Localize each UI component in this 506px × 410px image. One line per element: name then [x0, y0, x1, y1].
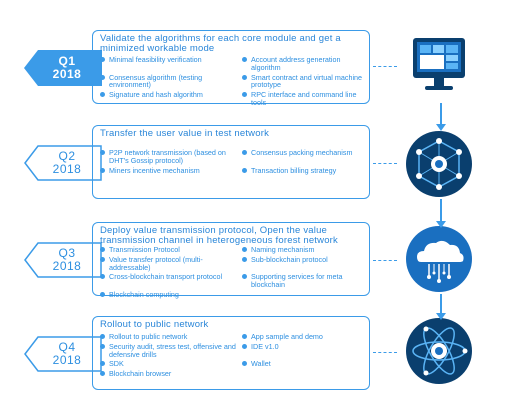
q1-item: RPC interface and command line tools: [242, 91, 368, 107]
bullet-icon: [242, 361, 247, 367]
q4-quarter-label: Q4: [58, 340, 76, 354]
q1-quarter-label: Q1: [58, 54, 76, 68]
bullet-icon: [100, 247, 105, 252]
bullet-icon: [100, 150, 105, 155]
q1-items: Minimal feasibility verification Account…: [100, 56, 363, 107]
quarter-q3: Q3 2018 Deploy value transmission protoc…: [20, 222, 488, 300]
q1-connector: [373, 66, 397, 67]
flow-line-1: [440, 103, 442, 125]
bullet-icon: [242, 334, 247, 339]
q2-items: P2P network transmission (based on DHT's…: [100, 149, 363, 174]
q1-item: Account address generation algorithm: [242, 56, 368, 72]
q1-tag: Q1 2018: [24, 50, 110, 86]
q3-item: Value transfer protocol (multi-addressab…: [100, 255, 236, 272]
q1-box: Validate the algorithms for each core mo…: [92, 30, 370, 107]
flow-arrow-1: [436, 124, 446, 131]
q3-quarter-label: Q3: [58, 246, 76, 260]
bullet-icon: [100, 274, 105, 280]
q3-title: Deploy value transmission protocol, Open…: [100, 225, 339, 246]
q2-connector: [373, 163, 397, 164]
q4-item: App sample and demo: [242, 333, 368, 341]
q1-year-label: 2018: [52, 67, 82, 81]
bullet-icon: [100, 291, 105, 297]
q2-item: Miners incentive mechanism: [100, 166, 236, 175]
bullet-icon: [242, 74, 247, 80]
quarter-q1: Q1 2018 Validate the algorithms for each…: [20, 30, 488, 108]
q2-box: Transfer the user value in test network …: [92, 125, 370, 199]
q4-items: Rollout to public network App sample and…: [100, 333, 363, 378]
bullet-icon: [100, 167, 105, 173]
q4-item: Blockchain browser: [100, 370, 236, 378]
q2-item: P2P network transmission (based on DHT's…: [100, 149, 236, 165]
bullet-icon: [100, 371, 105, 377]
q1-item: Minimal feasibility verification: [100, 56, 236, 72]
atom-icon: [399, 316, 479, 386]
q4-title: Rollout to public network: [100, 319, 209, 330]
q4-item: SDK: [100, 360, 236, 368]
flow-arrow-3: [436, 313, 446, 320]
q4-year-label: 2018: [52, 353, 82, 367]
q3-item: Transmission Protocol: [100, 246, 236, 254]
cloud-circuit-icon: [399, 224, 479, 294]
q3-item: Naming mechanism: [242, 246, 368, 254]
bullet-icon: [100, 343, 105, 349]
q3-item: Supporting services for meta blockchain: [242, 273, 368, 289]
flow-line-2: [440, 199, 442, 222]
q1-item: Smart contract and virtual machine proto…: [242, 73, 368, 90]
q3-item: Sub-blockchain protocol: [242, 255, 368, 272]
q2-tag: Q2 2018: [24, 145, 110, 181]
bullet-icon: [242, 167, 247, 173]
q2-title: Transfer the user value in test network: [100, 128, 270, 139]
monitor-icon: [399, 32, 479, 102]
flow-arrow-2: [436, 221, 446, 228]
q4-item: Security audit, stress test, offensive a…: [100, 342, 236, 359]
q3-item: Blockchain computing: [100, 291, 236, 299]
bullet-icon: [242, 274, 247, 280]
bullet-icon: [242, 150, 247, 155]
bullet-icon: [100, 334, 105, 339]
q3-tag: Q3 2018: [24, 242, 110, 278]
q1-item: Signature and hash algorithm: [100, 91, 236, 107]
q1-tag-shape: [24, 50, 102, 86]
q2-quarter-label: Q2: [58, 149, 76, 163]
bullet-icon: [242, 247, 247, 252]
bullet-icon: [100, 74, 105, 80]
flow-line-3: [440, 294, 442, 314]
q3-connector: [373, 260, 397, 261]
q2-tag-shape: [24, 145, 102, 181]
bullet-icon: [242, 256, 247, 262]
q1-title: Validate the algorithms for each core mo…: [100, 33, 341, 54]
bullet-icon: [100, 256, 105, 262]
q3-year-label: 2018: [52, 259, 82, 273]
quarter-q2: Q2 2018 Transfer the user value in test …: [20, 125, 488, 203]
q4-tag: Q4 2018: [24, 336, 110, 372]
q2-year-label: 2018: [52, 162, 82, 176]
q1-item: Consensus algorithm (testing environment…: [100, 73, 236, 90]
q2-item: Transaction billing strategy: [242, 166, 368, 175]
bullet-icon: [242, 57, 247, 62]
q3-items: Transmission Protocol Naming mechanism V…: [100, 246, 363, 299]
bullet-icon: [100, 361, 105, 367]
q4-box: Rollout to public network Rollout to pub…: [92, 316, 370, 390]
q4-item: IDE v1.0: [242, 342, 368, 359]
q4-item: Wallet: [242, 360, 368, 368]
q4-tag-shape: [24, 336, 102, 372]
q2-item: Consensus packing mechanism: [242, 149, 368, 165]
q4-connector: [373, 352, 397, 353]
q3-item: Cross-blockchain transport protocol: [100, 273, 236, 289]
bullet-icon: [100, 92, 105, 98]
bullet-icon: [242, 343, 247, 349]
bullet-icon: [242, 92, 247, 98]
quarter-q4: Q4 2018 Rollout to public network Rollou…: [20, 316, 488, 394]
bullet-icon: [100, 57, 105, 62]
q3-box: Deploy value transmission protocol, Open…: [92, 222, 370, 299]
q4-item: Rollout to public network: [100, 333, 236, 341]
network-hexagon-icon: [399, 129, 479, 199]
